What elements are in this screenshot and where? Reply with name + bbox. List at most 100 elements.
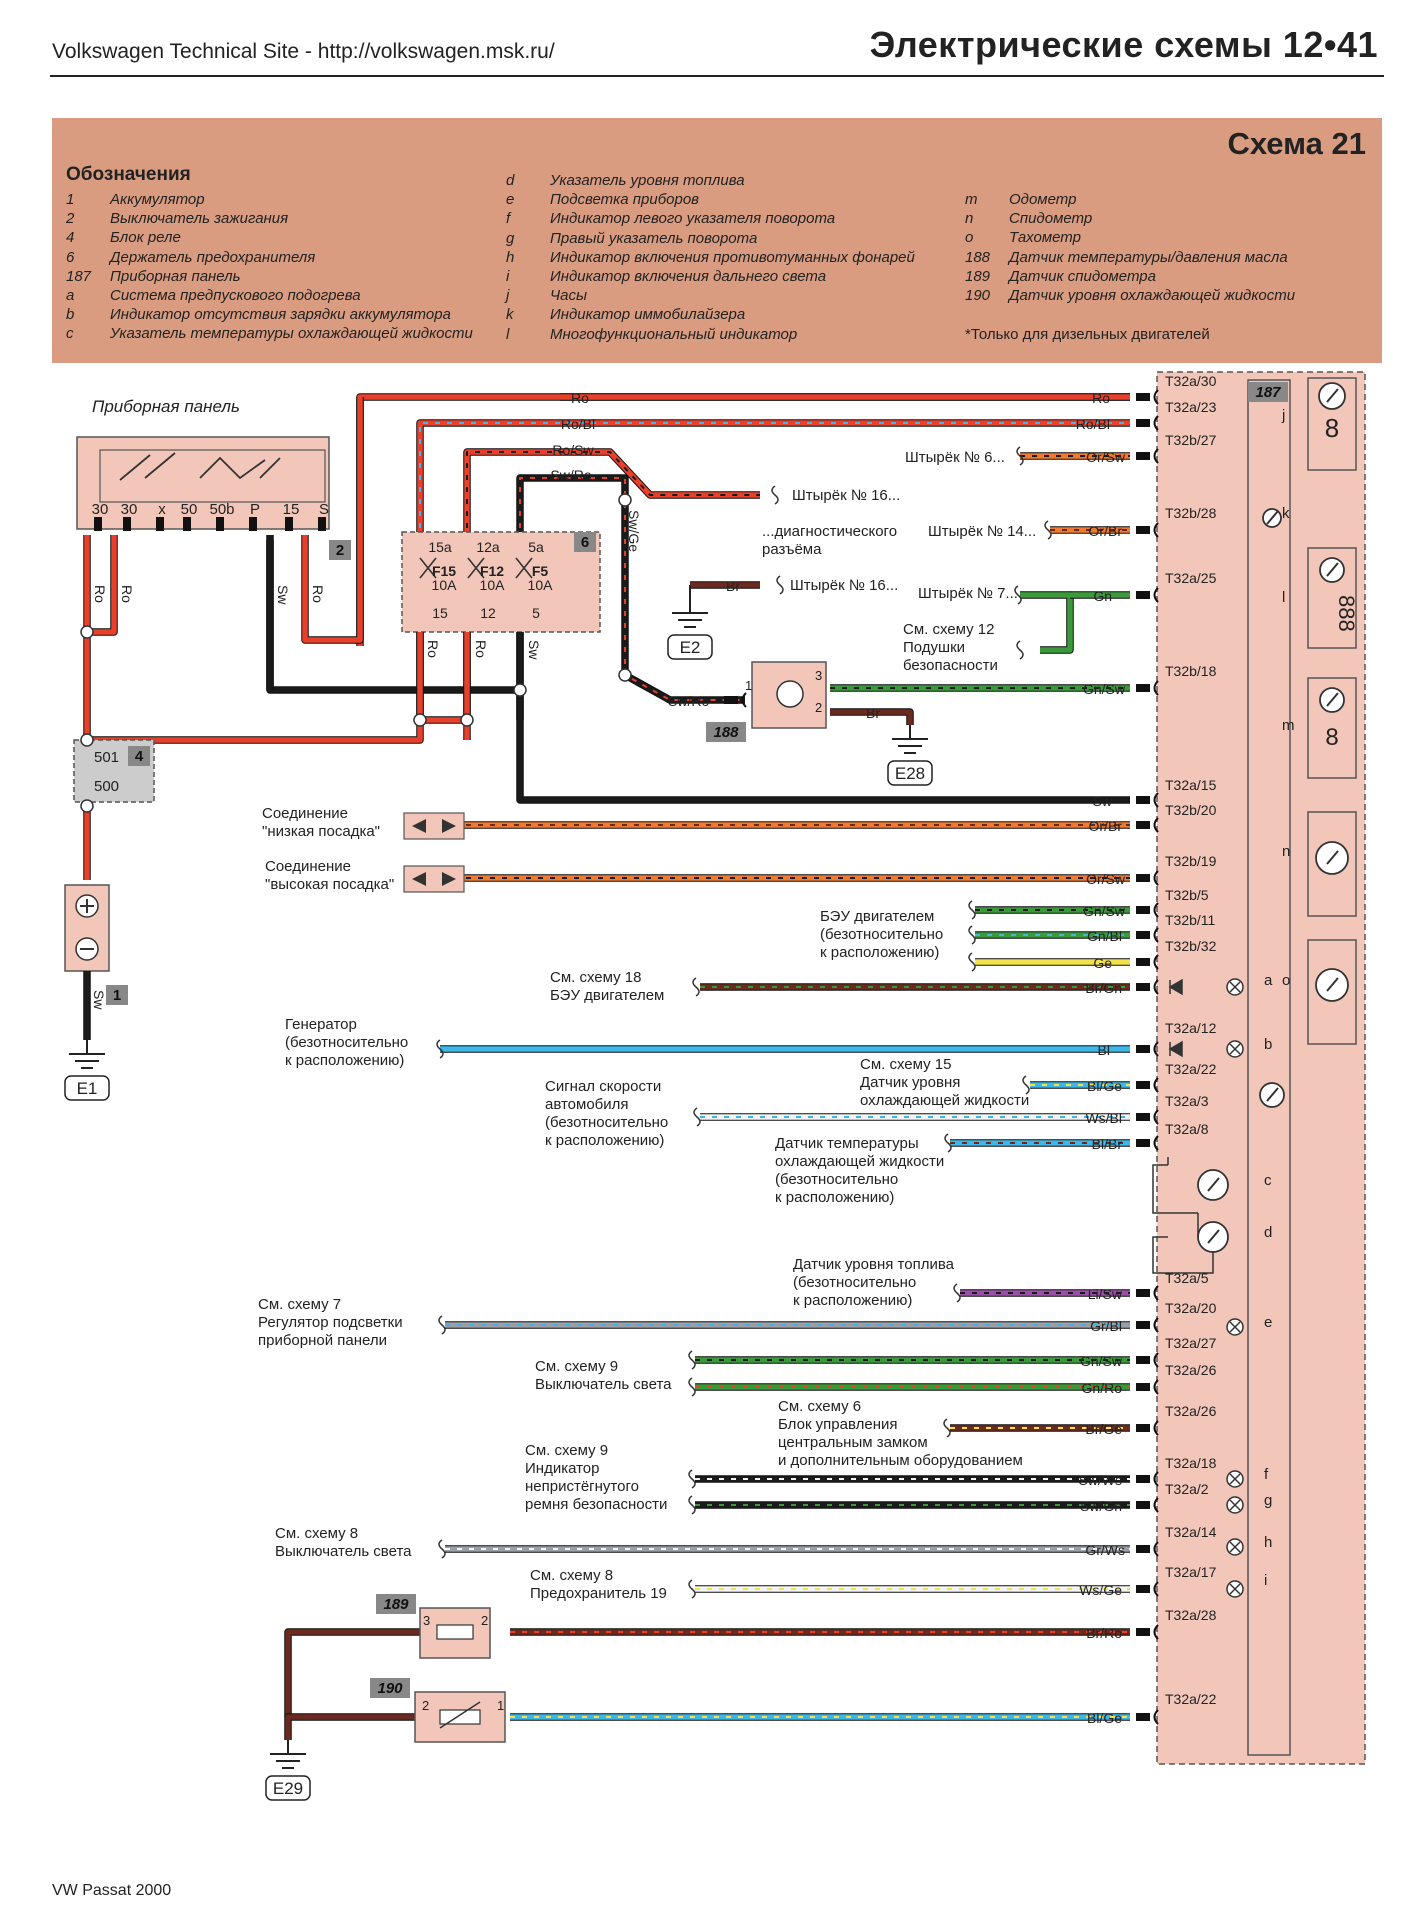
wire-row-gn-connector-arc: [1153, 587, 1159, 603]
wire-label-bl-ge: Bl/Ge: [1087, 1710, 1122, 1726]
wire-label-or-br: Or/Br: [1089, 523, 1123, 539]
fuse-top-12a: 12a: [476, 539, 500, 555]
tachometer-box: [1307, 939, 1357, 1045]
wire-sw-main: [267, 540, 1130, 803]
pin-label-11: T32b/32: [1165, 938, 1217, 954]
legend-text: Датчик спидометра: [1009, 267, 1156, 285]
squig-airbag: [1016, 640, 1024, 660]
pin-label-22: T32a/2: [1165, 1481, 1209, 1497]
ignition-pin-30: [123, 517, 131, 531]
wire-label-gn-sw: Gn/Sw: [1080, 1353, 1123, 1369]
legend-key: 188: [965, 248, 991, 266]
wire-row-or-br-connector: [1136, 526, 1150, 534]
wire-label-ws-bl: Ws/Bl: [1085, 1110, 1122, 1126]
side-letter-j: j: [1281, 407, 1285, 424]
wire-ro-bus2-outline: [420, 716, 471, 740]
wire-label-gn-sw: Gn/Sw: [1083, 681, 1126, 697]
component-id-1-box: [106, 985, 128, 1005]
wire-label-or-br: Or/Br: [1089, 818, 1123, 834]
legend-text: Датчик температуры/давления масла: [1009, 248, 1288, 266]
node-f5: [513, 683, 527, 697]
squig-light-0: [688, 1350, 696, 1370]
wire-189-ground-outline: [284, 1628, 420, 1717]
wire-label-gn-ro: Gn/Ro: [1082, 1380, 1123, 1396]
legend-key: g: [506, 229, 515, 247]
legend-text: Индикатор отсутствия зарядки аккумулятор…: [110, 306, 451, 324]
multifunction-box: [1307, 547, 1357, 649]
note-pin6: Штырёк № 6...: [905, 449, 1005, 466]
ground-e28: [892, 725, 928, 754]
component-id-6: 6: [581, 534, 589, 551]
legend-key: 187: [66, 267, 92, 285]
pin-label-6: T32a/15: [1165, 777, 1217, 793]
clock-dial-needle: [1326, 388, 1339, 403]
note-pin7: Штырёк № 7...: [918, 585, 1018, 602]
connector-sw-arc: [1153, 792, 1159, 808]
lamp-i: [1226, 1580, 1244, 1598]
lamp-b: [1226, 1040, 1244, 1058]
pin-label-3: T32b/28: [1165, 505, 1217, 521]
lamp-h: [1226, 1538, 1244, 1556]
lamp-g-cross: [1229, 1499, 1241, 1511]
legend-key: 6: [66, 248, 75, 266]
component-id-1: 1: [113, 987, 121, 1004]
ignition-terminal-30: 30: [121, 501, 138, 518]
pin-label-21: T32a/18: [1165, 1455, 1217, 1471]
connector-ro-bl-arc: [1153, 415, 1159, 431]
squig-gn: [1014, 585, 1022, 605]
component-id-4-box: [128, 746, 150, 766]
ignition-pin-50b: [216, 517, 224, 531]
wire-label-sw-ro-188: Sw/Ro: [668, 693, 709, 709]
pin-label-12: T32a/12: [1165, 1020, 1217, 1036]
legend-text: Индикатор включения противотуманных фона…: [550, 248, 915, 266]
legend-text: Блок реле: [110, 229, 181, 247]
vertical-wire-label-6: Sw: [526, 640, 542, 660]
component-id-4: 4: [135, 748, 144, 765]
lamp-i-cross: [1229, 1583, 1241, 1595]
scheme-title: Схема 21: [1227, 126, 1366, 161]
lamp-b-cross: [1229, 1043, 1241, 1055]
legend-key: d: [506, 172, 515, 189]
wire-row-gn-sw2-connector-arc: [1153, 902, 1159, 918]
wire-row-sw-gn-connector-arc: [1153, 1497, 1159, 1513]
ignition-terminal-50b: 50b: [209, 501, 234, 518]
wire-row-br-gn-connector: [1136, 983, 1150, 991]
pin-label-26: T32a/22: [1165, 1691, 1217, 1707]
side-letter-e: e: [1264, 1314, 1272, 1331]
fuse-top-15a: 15a: [428, 539, 452, 555]
component-id-2-box: [329, 540, 351, 560]
ignition-pin-P: [249, 517, 257, 531]
ground-e29: [270, 1740, 306, 1769]
pin-label-23: T32a/14: [1165, 1524, 1217, 1540]
ground-e1-label-box: [64, 1075, 110, 1101]
wire-label-or-sw: Or/Sw: [1086, 871, 1126, 887]
connector-bl-ge2-arc: [1153, 1709, 1159, 1725]
legend-heading: Обозначения: [66, 164, 191, 185]
component-id-2: 2: [336, 542, 344, 559]
top-wire-label-ro: Ro: [571, 390, 589, 406]
wire-row-gr-bl-connector-arc: [1153, 1317, 1159, 1333]
battery-plus-sign: [80, 899, 94, 913]
squig-beu-1: [968, 925, 976, 945]
legend-item: 188 Датчик температуры/давления масла: [965, 248, 1295, 267]
pin-label-14: T32a/3: [1165, 1093, 1209, 1109]
squig-br-ge: [943, 1418, 951, 1438]
wire-row-high-connector: [1136, 874, 1150, 882]
note-pin14: Штырёк № 14...: [928, 523, 1036, 540]
connector-br-ro-arc: [1153, 1624, 1159, 1640]
wire-label-sw-gn: Sw/Gn: [1080, 1498, 1122, 1514]
legend-key: h: [506, 248, 515, 266]
fuse-symbol-0: [419, 557, 437, 579]
sensor-190-pin2: 2: [422, 1698, 429, 1713]
wire-190-ground: [285, 1714, 415, 1740]
fuse-top-5a: 5a: [528, 539, 544, 555]
wire-row-gn-sw2-connector: [1136, 906, 1150, 914]
tachometer-dial-needle: [1326, 977, 1339, 992]
